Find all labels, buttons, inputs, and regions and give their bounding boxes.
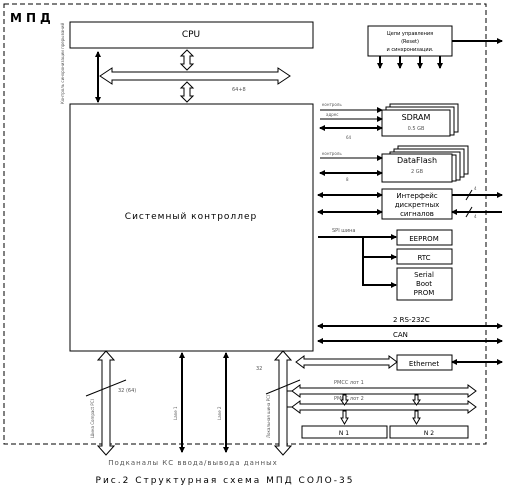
dataflash-size: 2 GB [411,169,424,175]
lane1-label: Lane 1 [173,406,178,420]
pmcc2-bus [291,400,477,414]
cpu-block [69,21,314,49]
flash-control-label: контроль [322,151,342,156]
discrete-line3: сигналов [400,210,434,218]
cpu-bus-arrow [99,67,291,85]
spi-bus-label: SPI шина [332,228,355,234]
cpu-to-bus-arrow [179,49,195,71]
pci-to-ethernet-arrow [295,355,398,369]
slot1-block [301,425,388,439]
pmcc1-bus [291,384,477,398]
serial-boot-block [396,267,453,301]
mpd-frame [3,3,487,445]
reset-line2: (Reset) [401,39,419,45]
rtc-label: RTC [417,254,430,262]
cpu-bus-width: 64+8 [232,87,246,93]
sdram-address-label: адрес [326,112,338,117]
reset-line1: Цепи управления [387,31,433,37]
sdram-title: SDRAM [402,113,431,122]
rtc-block [396,248,453,265]
reset-line3: и синхронизации. [386,47,433,53]
flash-width-label: 8 [346,177,349,182]
sdram-size: 0.5 GB [408,126,425,132]
pmcc1-label: PMCC лот 1 [334,380,364,386]
system-controller-label: Системный контроллер [125,212,257,222]
serial-boot-line3: PROM [414,289,435,297]
serial-boot-line2: Boot [416,280,432,288]
rs232-label: 2 RS-232C [393,316,430,324]
discrete-signals-block [381,188,453,220]
frame-title: МПД [10,11,55,25]
compact-pci-label: Шина Compact PCI [90,399,95,438]
dataflash-title: DataFlash [397,156,437,165]
sdram-control-label: контроль [322,102,342,107]
io-channels-label: Подканалы КС ввода/вывода данных [108,459,277,467]
eeprom-block [396,229,453,246]
system-controller-block [69,103,314,352]
eeprom-label: EEPROM [409,235,438,243]
compact-pci-width: 32 (64) [118,388,136,394]
discrete-count2: 4 [474,214,477,219]
local-pci-label: Локальная шина PCI [266,395,271,438]
local-pci-width: 32 [256,366,262,372]
can-label: CAN [393,331,408,339]
sdram-width-label: 64 [346,135,352,140]
discrete-line1: Интерфейс [396,192,437,200]
serial-boot-line1: Serial [414,271,434,279]
slot-connectors [340,394,421,425]
pmcc2-label: PMCC лот 2 [334,396,364,402]
dataflash-stack [381,145,469,183]
lane2-label: Lane 2 [217,406,222,420]
discrete-count: 4 [474,186,477,191]
slot2-block [389,425,469,439]
sdram-stack [381,103,459,137]
ethernet-label: Ethernet [409,360,439,368]
slot1-label: N 1 [339,430,349,437]
reset-down-arrows [377,56,443,69]
figure-caption: Рис.2 Структурная схема МПД СОЛО-35 [96,476,355,486]
discrete-line2: дискретных [395,201,440,209]
bus-to-controller-arrow [179,81,195,103]
control-sync-label: Контроль синхронизации прерываний [60,23,65,104]
cpu-label: CPU [182,30,200,40]
reset-block [367,25,453,57]
local-pci-arrow [273,350,293,456]
compact-pci-arrow [96,350,116,456]
slot2-label: N 2 [424,430,434,437]
